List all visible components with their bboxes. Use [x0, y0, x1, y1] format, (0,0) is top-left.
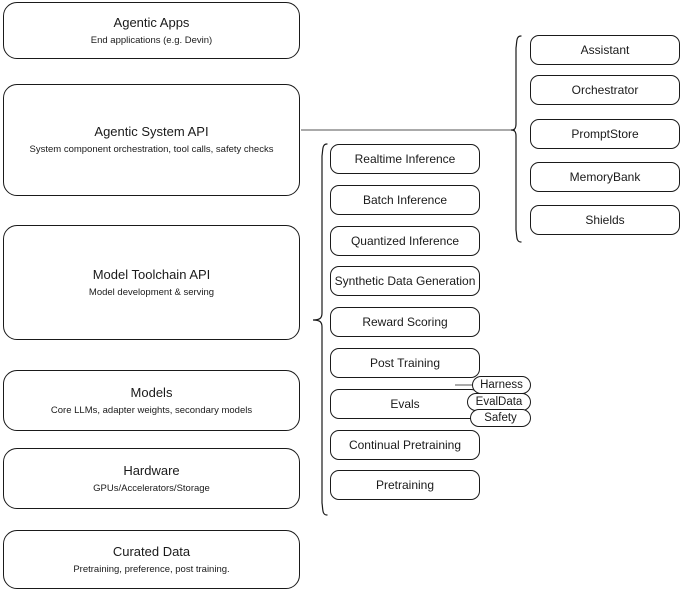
pill-label: Safety	[484, 412, 517, 424]
component-label: Assistant	[580, 42, 630, 57]
evals-subcomponent-harness[interactable]: Harness	[472, 376, 531, 394]
layer-subtitle: System component orchestration, tool cal…	[29, 144, 274, 155]
layer-title: Curated Data	[112, 543, 191, 559]
pill-label: Harness	[480, 379, 523, 391]
component-label: MemoryBank	[569, 169, 641, 184]
pill-label: EvalData	[475, 396, 523, 408]
system-component-orchestrator[interactable]: Orchestrator	[530, 75, 680, 105]
capability-label: Batch Inference	[362, 192, 448, 207]
system-component-promptstore[interactable]: PromptStore	[530, 119, 680, 149]
capability-reward-scoring[interactable]: Reward Scoring	[330, 307, 480, 337]
capability-realtime-inference[interactable]: Realtime Inference	[330, 144, 480, 174]
system-component-memorybank[interactable]: MemoryBank	[530, 162, 680, 192]
layer-agentic-system-api[interactable]: Agentic System API System component orch…	[3, 84, 300, 196]
capability-label: Reward Scoring	[362, 314, 448, 329]
capability-label: Post Training	[369, 355, 441, 370]
layer-subtitle: Core LLMs, adapter weights, secondary mo…	[50, 404, 253, 416]
capability-label: Evals	[390, 396, 420, 411]
evals-subcomponent-evaldata[interactable]: EvalData	[467, 393, 531, 411]
layer-title: Hardware	[123, 462, 180, 478]
capability-synthetic-data-generation[interactable]: Synthetic Data Generation	[330, 266, 480, 296]
capability-post-training[interactable]: Post Training	[330, 348, 480, 378]
layer-agentic-apps[interactable]: Agentic Apps End applications (e.g. Devi…	[3, 2, 300, 59]
layer-title: Models	[130, 384, 173, 400]
capability-label: Pretraining	[375, 477, 435, 492]
capability-quantized-inference[interactable]: Quantized Inference	[330, 226, 480, 256]
component-label: Shields	[585, 212, 625, 227]
layer-title: Agentic Apps	[113, 14, 190, 30]
layer-hardware[interactable]: Hardware GPUs/Accelerators/Storage	[3, 448, 300, 509]
capability-label: Continual Pretraining	[348, 437, 462, 452]
layer-subtitle: Model development & serving	[88, 286, 215, 298]
capability-evals[interactable]: Evals	[330, 389, 480, 419]
capability-continual-pretraining[interactable]: Continual Pretraining	[330, 430, 480, 460]
layer-subtitle: End applications (e.g. Devin)	[90, 34, 213, 46]
component-label: Orchestrator	[571, 82, 639, 97]
capability-pretraining[interactable]: Pretraining	[330, 470, 480, 500]
layer-model-toolchain-api[interactable]: Model Toolchain API Model development & …	[3, 225, 300, 340]
layer-models[interactable]: Models Core LLMs, adapter weights, secon…	[3, 370, 300, 431]
capability-label: Quantized Inference	[350, 233, 460, 248]
layer-title: Agentic System API	[94, 124, 209, 139]
layer-curated-data[interactable]: Curated Data Pretraining, preference, po…	[3, 530, 300, 589]
layer-title: Model Toolchain API	[92, 266, 211, 282]
component-label: PromptStore	[571, 126, 639, 141]
capability-label: Realtime Inference	[354, 151, 456, 166]
system-component-shields[interactable]: Shields	[530, 205, 680, 235]
capability-batch-inference[interactable]: Batch Inference	[330, 185, 480, 215]
layer-subtitle: GPUs/Accelerators/Storage	[93, 482, 210, 494]
layer-subtitle: Pretraining, preference, post training.	[73, 563, 230, 575]
system-component-assistant[interactable]: Assistant	[530, 35, 680, 65]
evals-subcomponent-safety[interactable]: Safety	[470, 409, 531, 427]
capability-label: Synthetic Data Generation	[334, 273, 476, 288]
